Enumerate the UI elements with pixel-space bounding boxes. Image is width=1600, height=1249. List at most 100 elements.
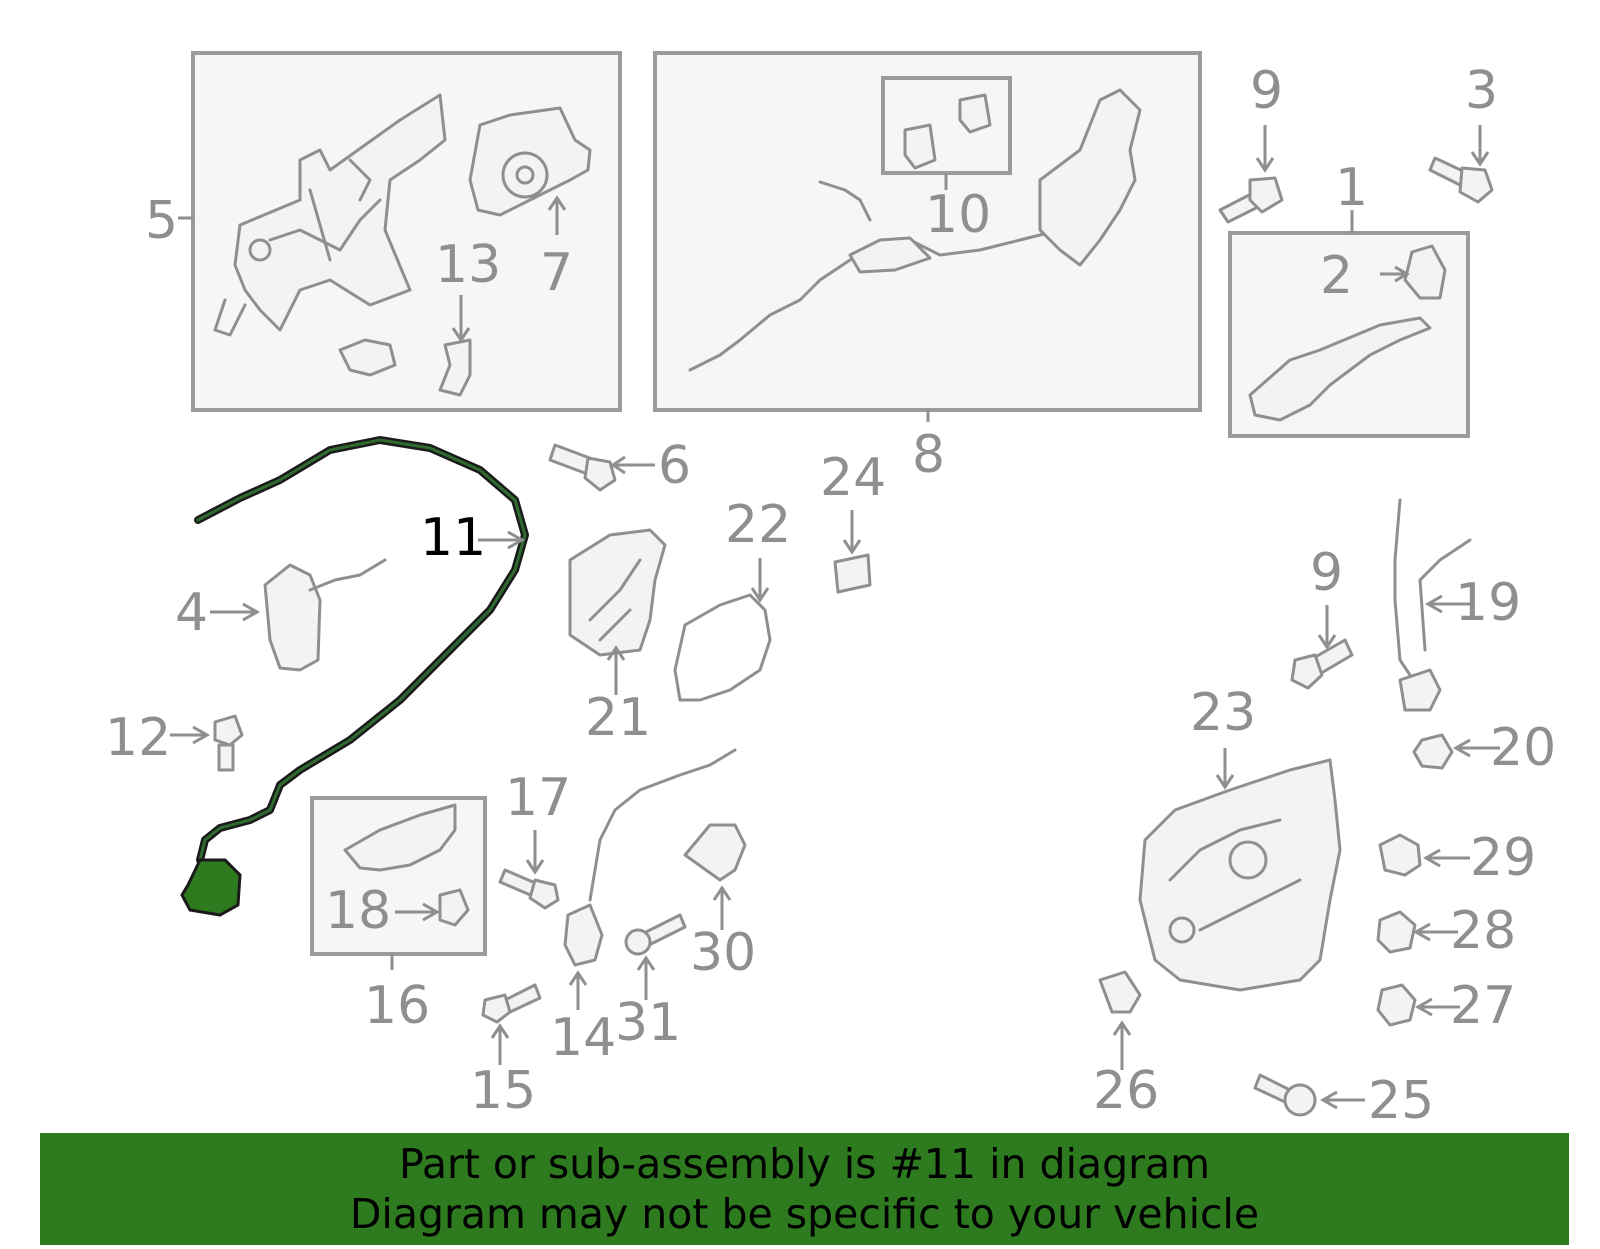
leader-9-top [1255, 125, 1275, 173]
striker-16 [343, 803, 457, 872]
cable-19 [1393, 498, 1472, 692]
label-4: 4 [175, 583, 208, 643]
label-26: 26 [1093, 1061, 1159, 1121]
leader-4 [210, 602, 261, 622]
leader-12 [170, 725, 211, 745]
label-24: 24 [820, 448, 886, 508]
nut-20 [1412, 733, 1454, 770]
label-5: 5 [145, 191, 178, 251]
label-15: 15 [470, 1061, 536, 1121]
label-17: 17 [505, 768, 571, 828]
part-4[interactable] [210, 558, 387, 672]
actuator-hub [515, 165, 535, 185]
info-banner: Part or sub-assembly is #11 in diagram D… [40, 1133, 1569, 1245]
bolt-9-head [1248, 176, 1284, 214]
bracket-30 [683, 823, 747, 882]
part-bolt-3[interactable] [1428, 125, 1494, 204]
clip-small [338, 338, 397, 377]
label-2: 2 [1320, 246, 1353, 306]
cable-junction [848, 236, 932, 274]
actuator-gear [501, 151, 549, 199]
leader-9-right [1317, 605, 1337, 650]
bolt-15-head [481, 993, 512, 1024]
part-bolt-9-top[interactable] [1218, 125, 1284, 224]
part-group-1[interactable] [1228, 210, 1470, 438]
bolt-12-shaft [217, 743, 235, 772]
part-24[interactable] [833, 510, 872, 594]
part-27[interactable] [1376, 983, 1460, 1027]
part-20[interactable] [1412, 733, 1500, 770]
label-20: 20 [1490, 718, 1556, 778]
label-6: 6 [658, 436, 691, 496]
part-30[interactable] [683, 823, 747, 930]
leader-17 [525, 830, 545, 875]
parts-diagram: 5 7 13 10 8 9 3 1 2 6 11 22 24 4 21 12 1… [105, 51, 1556, 1130]
part-14[interactable] [563, 748, 737, 1010]
leader-24 [842, 510, 862, 555]
clip-18 [438, 888, 470, 927]
bolt-12-head [213, 714, 244, 747]
label-11: 11 [420, 508, 486, 568]
label-22: 22 [725, 495, 791, 555]
label-8: 8 [912, 425, 945, 485]
part-23[interactable] [1138, 748, 1342, 992]
leader-30 [712, 885, 732, 930]
plug-27 [1376, 983, 1417, 1027]
part-11-cable[interactable] [180, 436, 529, 917]
leader-22 [750, 558, 770, 603]
actuator-7 [468, 106, 592, 217]
part-group-5[interactable] [178, 51, 622, 412]
part-group-8[interactable] [653, 51, 1202, 422]
part-15[interactable] [481, 983, 542, 1065]
label-25: 25 [1368, 1071, 1434, 1130]
clip-19 [1398, 668, 1442, 712]
part-17[interactable] [498, 830, 560, 910]
bolt-17-head [528, 878, 560, 910]
part-25[interactable] [1253, 1073, 1365, 1117]
label-23: 23 [1190, 683, 1256, 743]
door-module-23-detail [1168, 818, 1302, 944]
label-14: 14 [550, 1008, 616, 1068]
leader-31 [636, 955, 656, 1000]
leader-2 [1380, 265, 1410, 283]
part-bolt-9-right[interactable] [1290, 605, 1354, 690]
leader-28 [1412, 922, 1458, 942]
part-31[interactable] [624, 913, 687, 1000]
label-3: 3 [1465, 61, 1498, 121]
part-28[interactable] [1376, 910, 1458, 954]
part-6[interactable] [548, 443, 655, 492]
cable-11-inner [196, 438, 527, 862]
pad-24 [833, 553, 872, 594]
outer-handle [1248, 316, 1432, 422]
latch-mechanism [233, 93, 447, 332]
label-9-top: 9 [1250, 61, 1283, 121]
leader-23 [1215, 748, 1235, 790]
leader-3 [1470, 125, 1490, 167]
part-29[interactable] [1378, 833, 1470, 877]
clip-13 [438, 338, 472, 397]
grommet-29 [1378, 833, 1422, 877]
leader-7 [547, 195, 567, 235]
leader-20 [1452, 738, 1500, 758]
part-21[interactable] [568, 528, 667, 695]
leader-15 [490, 1023, 510, 1065]
part-group-16[interactable] [310, 796, 487, 970]
leader-25 [1319, 1090, 1365, 1110]
part-22[interactable] [673, 558, 772, 702]
screw-25-head [1283, 1083, 1317, 1117]
part-26[interactable] [1098, 970, 1142, 1070]
label-10: 10 [925, 185, 991, 245]
part-19[interactable] [1393, 498, 1472, 712]
bolt-9b-head [1290, 653, 1324, 690]
label-1: 1 [1335, 158, 1368, 218]
cap-2 [1403, 244, 1447, 300]
banner-line-1: Part or sub-assembly is #11 in diagram [398, 1140, 1211, 1188]
leader-18 [395, 902, 441, 922]
label-7: 7 [540, 243, 573, 303]
clip-26 [1098, 970, 1142, 1014]
bolt-6-head [583, 456, 617, 492]
part-12[interactable] [170, 714, 244, 772]
bolt-3-head [1458, 166, 1494, 204]
cable-14 [588, 748, 737, 902]
label-27: 27 [1450, 976, 1516, 1036]
